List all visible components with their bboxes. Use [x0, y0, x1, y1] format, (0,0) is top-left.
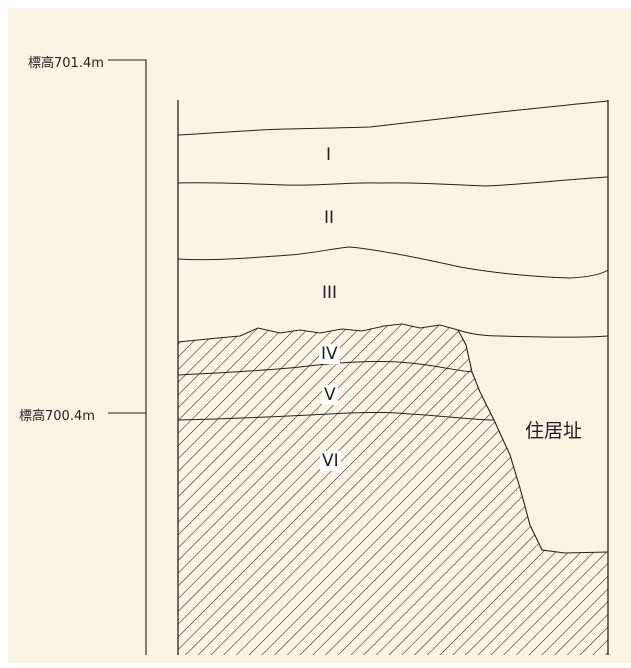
elevation-label-701: 標高701.4m — [28, 56, 104, 71]
layer-label-vi: VI — [320, 451, 341, 471]
boundary-ii-iii — [177, 246, 609, 279]
elevation-line-701 — [108, 59, 147, 655]
stratigraphy-panel: 標高701.4m 標高700.4m I II III IV V VI 住居址 — [8, 8, 631, 663]
layer-label-v: V — [322, 385, 338, 405]
hatched-zone — [178, 324, 608, 655]
dwelling-pit-label: 住居址 — [525, 420, 583, 442]
layer-label-i: I — [326, 145, 332, 165]
boundary-v-vi — [177, 411, 495, 421]
layer-label-ii: II — [324, 208, 335, 228]
stratigraphy-section-drawing — [8, 8, 631, 663]
layer-label-iv: IV — [319, 344, 340, 364]
boundary-iii-iv — [177, 323, 609, 343]
boundary-i-ii — [177, 176, 609, 187]
pit-outline — [457, 329, 609, 554]
elevation-label-700: 標高700.4m — [19, 409, 95, 424]
boundary-surface — [177, 100, 609, 136]
layer-label-iii: III — [322, 283, 338, 303]
